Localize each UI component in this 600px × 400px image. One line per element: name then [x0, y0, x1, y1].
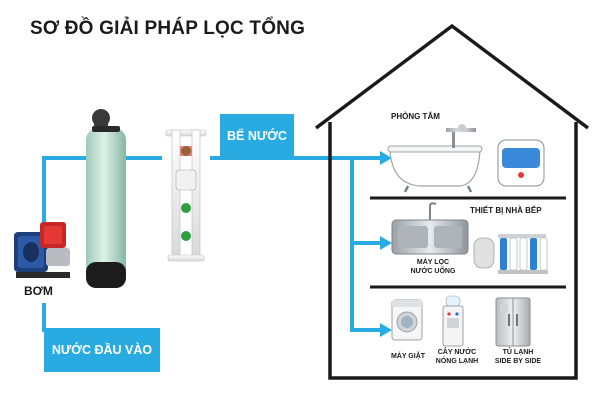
- water-purifier-illustration: [473, 234, 548, 274]
- washer-label: MÁY GIẶT: [390, 353, 426, 360]
- page-title: SƠ ĐỒ GIẢI PHÁP LỌC TỔNG: [30, 18, 306, 39]
- dispenser-label-line1: CÂY NƯỚC: [437, 349, 477, 356]
- kitchen-sink-illustration: [391, 202, 469, 255]
- filter-tank-illustration: [86, 109, 126, 288]
- arrow-kitchen: [380, 236, 392, 250]
- fridge-label: TỦ LẠNH SIDE BY SIDE: [490, 348, 546, 366]
- water-inlet-box: NƯỚC ĐẦU VÀO: [44, 328, 160, 372]
- fridge-label-line2: SIDE BY SIDE: [494, 358, 542, 365]
- pipe-network: [42, 156, 385, 332]
- water-tank-box: BỂ NƯỚC: [220, 114, 294, 158]
- filter-valve-illustration: [165, 129, 207, 262]
- pipe-arrows: [380, 151, 392, 337]
- pump-to-tank-pipe: [42, 156, 88, 224]
- water-heater-illustration: [497, 139, 545, 187]
- house-outline: [314, 23, 590, 380]
- dispenser-label: CÂY NƯỚC NÓNG LẠNH: [433, 348, 481, 366]
- fridge-label-line1: TỦ LẠNH: [502, 349, 534, 356]
- water-tank-label: BỂ NƯỚC: [227, 129, 287, 143]
- fridge-illustration: [495, 297, 531, 347]
- washing-machine-illustration: [391, 299, 423, 341]
- bathroom-label: PHÒNG TẮM: [391, 112, 440, 121]
- arrow-laundry: [380, 323, 392, 337]
- purifier-label-line2: NƯỚC UỐNG: [410, 268, 456, 275]
- water-inlet-label: NƯỚC ĐẦU VÀO: [51, 343, 153, 357]
- water-dispenser-illustration: [442, 295, 464, 347]
- purifier-label-line1: MÁY LỌC: [416, 259, 450, 266]
- dispenser-label-line2: NÓNG LẠNH: [435, 358, 479, 365]
- bathtub-illustration: [387, 124, 483, 193]
- pump-label: BƠM: [24, 284, 53, 298]
- kitchen-label: THIẾT BỊ NHÀ BẾP: [470, 206, 542, 215]
- pump-illustration: [14, 222, 70, 278]
- purifier-label: MÁY LỌC NƯỚC UỐNG: [408, 258, 458, 276]
- arrow-bathroom: [380, 151, 392, 165]
